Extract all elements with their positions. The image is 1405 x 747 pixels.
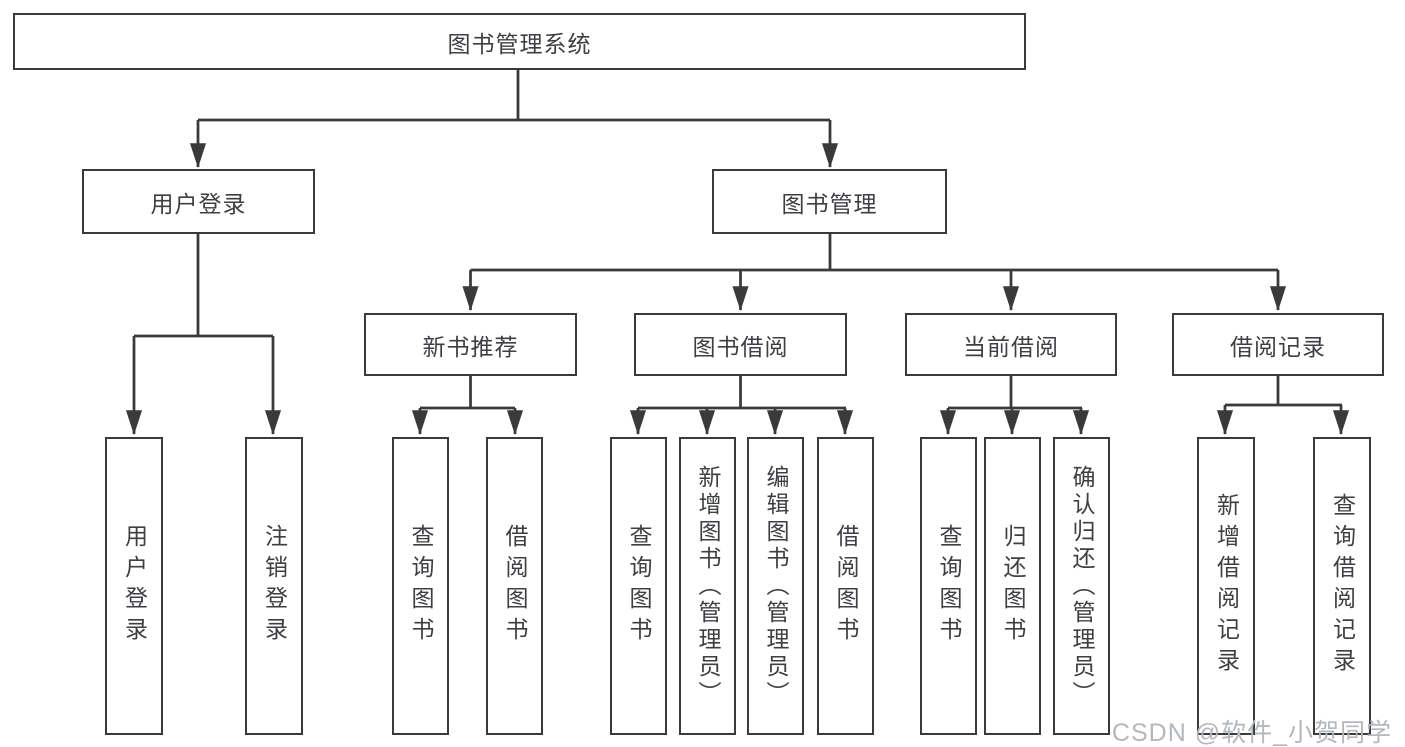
node-current-borrowing-label: 当前借阅 [963,333,1059,360]
node-root: 图书管理系统 [13,13,1026,70]
leaf-newbook-borrow-books-label: 借阅图书 [502,524,528,648]
node-current-borrowing: 当前借阅 [905,313,1117,376]
leaf-borrow-edit-books-admin-label: 编辑图书（管理员） [763,464,789,708]
node-user-login: 用户登录 [82,169,315,234]
leaf-borrow-borrow-books: 借阅图书 [817,437,874,735]
leaf-records-query-record: 查询借阅记录 [1313,437,1371,735]
leaf-current-return-books-label: 归还图书 [1000,524,1026,648]
leaf-current-confirm-return-admin-label: 确认归还（管理员） [1069,464,1095,708]
leaf-borrow-add-books-admin-label: 新增图书（管理员） [695,464,721,708]
node-book-management-label: 图书管理 [781,190,878,217]
node-book-borrowing: 图书借阅 [634,313,847,376]
leaf-borrow-add-books-admin: 新增图书（管理员） [679,437,736,735]
leaf-records-add-record: 新增借阅记录 [1197,437,1255,735]
leaf-newbook-borrow-books: 借阅图书 [486,437,543,735]
node-borrow-records: 借阅记录 [1172,313,1384,376]
leaf-current-query-books: 查询图书 [920,437,977,735]
leaf-newbook-query-books-label: 查询图书 [408,524,434,648]
leaf-borrow-borrow-books-label: 借阅图书 [833,524,859,648]
csdn-watermark: CSDN @软件_小贺同学 [1111,719,1392,747]
leaf-current-confirm-return-admin: 确认归还（管理员） [1053,437,1110,735]
leaf-records-query-record-label: 查询借阅记录 [1329,493,1356,679]
leaf-borrow-query-books-label: 查询图书 [626,524,652,648]
leaf-logout-label: 注销登录 [261,524,288,648]
node-root-label: 图书管理系统 [447,30,592,57]
node-borrow-records-label: 借阅记录 [1230,333,1326,360]
leaf-borrow-query-books: 查询图书 [610,437,667,735]
leaf-newbook-query-books: 查询图书 [392,437,449,735]
node-new-book-recommend: 新书推荐 [364,313,577,376]
leaf-user-login: 用户登录 [105,437,163,735]
leaf-current-query-books-label: 查询图书 [936,524,962,648]
leaf-current-return-books: 归还图书 [984,437,1041,735]
leaf-borrow-edit-books-admin: 编辑图书（管理员） [747,437,804,735]
node-book-management: 图书管理 [712,169,947,234]
node-book-borrowing-label: 图书借阅 [692,333,789,360]
node-user-login-label: 用户登录 [150,190,247,217]
node-new-book-recommend-label: 新书推荐 [422,333,519,360]
leaf-logout: 注销登录 [245,437,303,735]
leaf-records-add-record-label: 新增借阅记录 [1213,493,1240,679]
leaf-user-login-label: 用户登录 [121,524,148,648]
